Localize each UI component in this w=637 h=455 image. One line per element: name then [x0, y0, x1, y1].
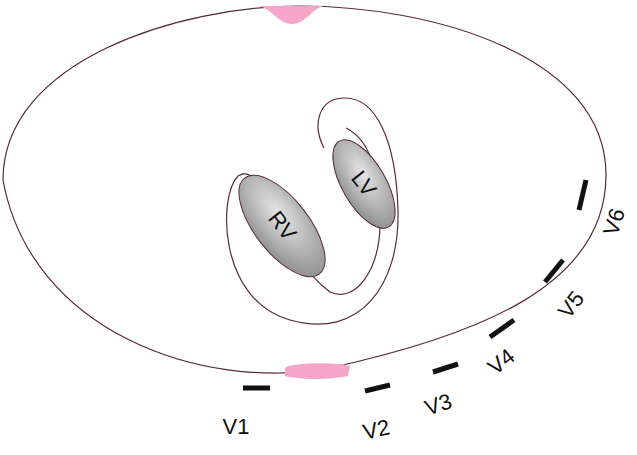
lead-label: V5 — [554, 288, 588, 323]
ventricle-shape: LV — [330, 128, 398, 240]
ventricle-cavity — [330, 130, 398, 237]
lead-label: V1 — [223, 416, 250, 438]
ventricle-cavity — [232, 162, 332, 291]
sternum-mark — [285, 363, 350, 379]
electrode — [490, 320, 514, 337]
electrode — [365, 385, 390, 391]
chest-outline — [3, 6, 606, 373]
spine-mark — [258, 6, 324, 24]
lead-label: V4 — [484, 345, 519, 379]
electrode — [433, 364, 458, 372]
lead-label: V3 — [422, 390, 454, 419]
electrode — [545, 260, 563, 282]
electrode — [243, 386, 270, 391]
lead-label: V6 — [599, 206, 628, 238]
electrode — [579, 180, 586, 210]
lead-label: V2 — [361, 416, 392, 443]
ventricle-shape: RV — [232, 160, 332, 292]
